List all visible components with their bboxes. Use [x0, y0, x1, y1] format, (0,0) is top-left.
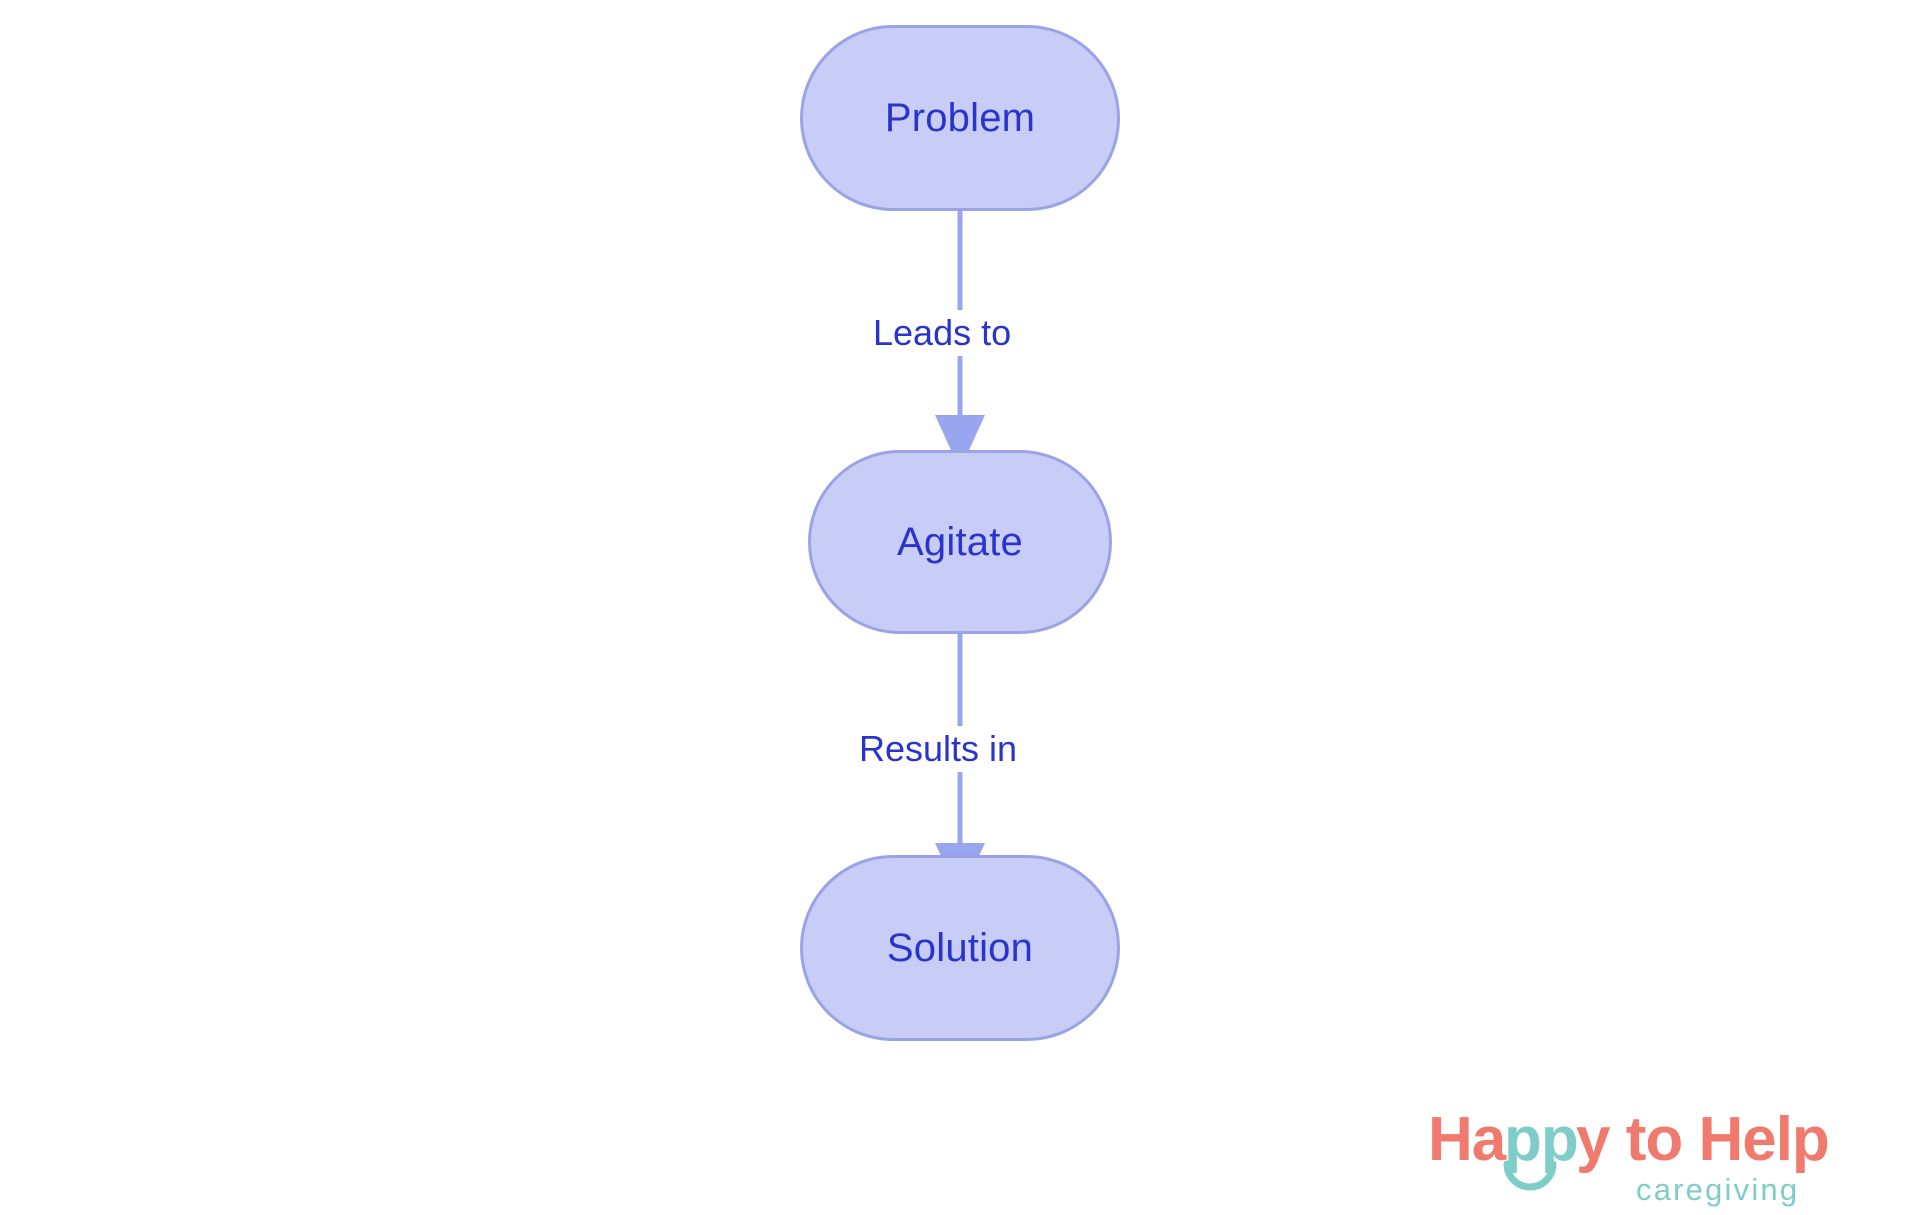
node-solution-label: Solution [886, 926, 1034, 970]
node-problem-label: Problem [884, 96, 1036, 140]
brand-logo: Ha pp y to Help caregiving [1428, 1098, 1898, 1210]
logo-word-2: pp [1504, 1105, 1578, 1174]
edge-label-results-in: Results in [852, 726, 1025, 772]
logo-tagline: caregiving [1636, 1172, 1799, 1207]
node-agitate-label: Agitate [897, 520, 1023, 564]
edge-label-leads-to: Leads to [866, 310, 1019, 356]
logo-word-1: Ha [1428, 1105, 1507, 1174]
brand-logo-svg: Ha pp y to Help caregiving [1428, 1105, 1830, 1207]
node-solution[interactable]: Solution [800, 855, 1120, 1041]
node-agitate[interactable]: Agitate [808, 450, 1112, 634]
node-problem[interactable]: Problem [800, 25, 1120, 211]
smile-arc-icon [1503, 1160, 1557, 1191]
logo-word-3: y to Help [1576, 1105, 1829, 1174]
